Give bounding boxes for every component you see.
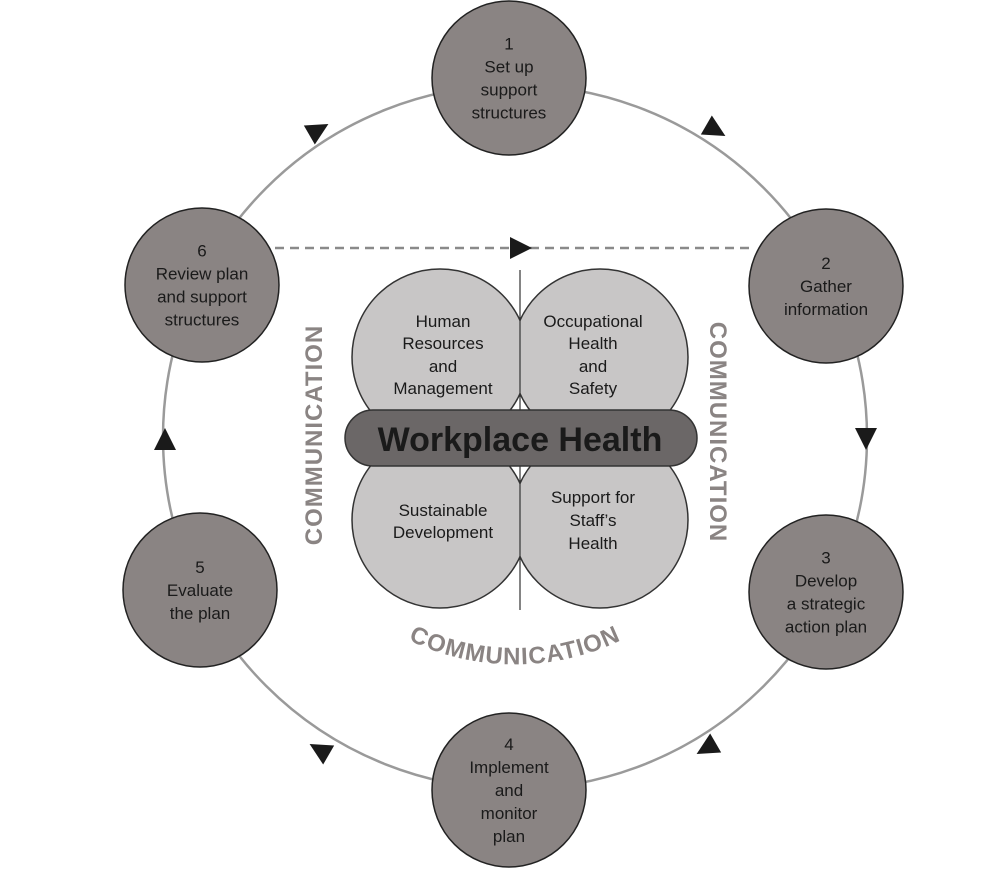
- step-label: the plan: [170, 604, 231, 623]
- workplace-health-title: Workplace Health: [378, 421, 663, 459]
- petal-label: Human: [416, 312, 471, 331]
- petal-label: and: [579, 357, 607, 376]
- petal-label: Occupational: [543, 312, 642, 331]
- step-label: Set up: [484, 58, 533, 77]
- step-number: 3: [821, 549, 830, 568]
- step-number: 6: [197, 242, 206, 261]
- petal-label: Development: [393, 523, 493, 542]
- step-label: Implement: [469, 758, 549, 777]
- petal-label: Resources: [402, 334, 483, 353]
- step-label: information: [784, 300, 868, 319]
- step-label: a strategic: [787, 595, 866, 614]
- step-label: Review plan: [156, 265, 249, 284]
- step-label: plan: [493, 827, 525, 846]
- flow-arrow-icon: [309, 744, 335, 765]
- flow-arrow-icon: [303, 124, 329, 145]
- step-number: 1: [504, 35, 513, 54]
- flow-arrow-icon: [154, 428, 176, 450]
- step-label: monitor: [481, 804, 538, 823]
- petal-label: Management: [393, 379, 493, 398]
- petal-label: Support for: [551, 488, 635, 507]
- communication-label-right: COMMUNICATION: [704, 322, 731, 543]
- step-label: action plan: [785, 618, 867, 637]
- petal-label: Health: [568, 334, 617, 353]
- step-label: support: [481, 81, 538, 100]
- flow-arrow-icon: [696, 733, 722, 754]
- step-label: and support: [157, 288, 247, 307]
- flow-arrow-icon: [510, 237, 532, 259]
- step-label: Develop: [795, 572, 857, 591]
- step-number: 2: [821, 254, 830, 273]
- flow-arrow-icon: [700, 115, 726, 136]
- step-number: 4: [504, 735, 513, 754]
- step-number: 5: [195, 558, 204, 577]
- step-label: structures: [472, 104, 547, 123]
- petal-label: and: [429, 357, 457, 376]
- communication-label-left: COMMUNICATION: [301, 325, 328, 546]
- workplace-health-pill: [344, 409, 698, 467]
- petal-label: Staff’s: [570, 511, 617, 530]
- communication-label-bottom: COMMUNICATION: [406, 621, 624, 671]
- step-label: Evaluate: [167, 581, 233, 600]
- step-label: Gather: [800, 277, 852, 296]
- petal-label: Sustainable: [399, 501, 488, 520]
- step-label: structures: [165, 311, 240, 330]
- flow-arrow-icon: [855, 428, 877, 450]
- step-label: and: [495, 781, 523, 800]
- petal-label: Health: [568, 534, 617, 553]
- petal-label: Safety: [569, 379, 618, 398]
